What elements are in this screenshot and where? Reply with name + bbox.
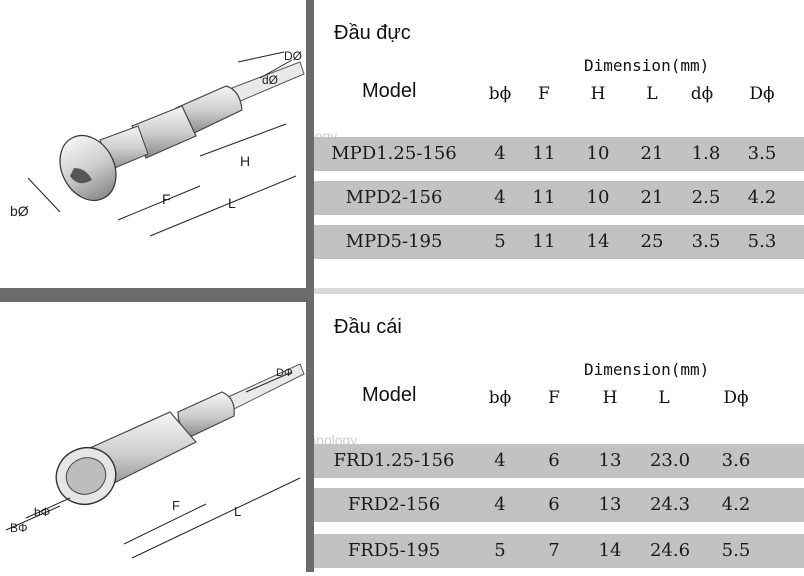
male-connector-diagram: DØ dØ H F L bØ bbox=[0, 0, 310, 286]
female-label-L: L bbox=[234, 504, 241, 519]
female-col-D: Dϕ bbox=[723, 388, 749, 408]
model-cell: FRD1.25-156 bbox=[333, 450, 455, 471]
value-cell: 6 bbox=[548, 494, 560, 515]
table-row: MPD2-156 4 11 10 21 2.5 4.2 bbox=[314, 181, 804, 215]
female-col-H: H bbox=[602, 388, 618, 408]
model-cell: MPD5-195 bbox=[345, 231, 443, 252]
female-section-title: Đầu cái bbox=[334, 316, 402, 338]
model-cell: MPD2-156 bbox=[345, 187, 443, 208]
female-connector-drawing: DΦ bΦ BΦ F L bbox=[5, 363, 305, 559]
male-col-d: dϕ bbox=[690, 84, 714, 104]
value-cell: 7 bbox=[548, 540, 560, 561]
male-connector-drawing: DØ dØ H F L bØ bbox=[10, 49, 305, 237]
male-col-D: Dϕ bbox=[749, 84, 775, 104]
value-cell: 4 bbox=[494, 187, 506, 208]
male-col-H: H bbox=[590, 84, 606, 104]
value-cell: 11 bbox=[532, 187, 556, 208]
value-cell: 4.2 bbox=[747, 187, 777, 208]
male-label-b: bØ bbox=[10, 203, 29, 219]
female-connector-diagram: DΦ bΦ BΦ F L bbox=[0, 308, 310, 572]
male-col-F: F bbox=[538, 84, 550, 104]
value-cell: 21 bbox=[640, 187, 664, 208]
value-cell: 14 bbox=[586, 231, 610, 252]
table-row: MPD1.25-156 4 11 10 21 1.8 3.5 bbox=[314, 137, 804, 171]
value-cell: 3.6 bbox=[721, 450, 751, 471]
female-spec-table: Đầu cái Dimension(mm) Model bϕ F H L Dϕ … bbox=[314, 294, 804, 572]
male-label-H: H bbox=[240, 153, 250, 169]
value-cell: 2.5 bbox=[691, 187, 721, 208]
value-cell: 4 bbox=[494, 143, 506, 164]
value-cell: 3.5 bbox=[747, 143, 777, 164]
male-section-title: Đầu đực bbox=[334, 22, 411, 44]
value-cell: 5 bbox=[494, 231, 506, 252]
value-cell: 4 bbox=[494, 450, 506, 471]
value-cell: 4 bbox=[494, 494, 506, 515]
model-cell: FRD5-195 bbox=[347, 540, 441, 561]
female-label-B: BΦ bbox=[10, 521, 28, 535]
table-row: MPD5-195 5 11 14 25 3.5 5.3 bbox=[314, 225, 804, 259]
value-cell: 5.3 bbox=[747, 231, 777, 252]
male-spec-table: Đầu đực Dimension(mm) Model bϕ F H L dϕ … bbox=[314, 0, 804, 288]
female-dimension-title: Dimension(mm) bbox=[584, 360, 710, 379]
table-row: FRD1.25-156 4 6 13 23.0 3.6 bbox=[314, 444, 804, 478]
male-model-header: Model bbox=[362, 80, 417, 102]
value-cell: 5.5 bbox=[721, 540, 751, 561]
value-cell: 3.5 bbox=[691, 231, 721, 252]
male-label-L: L bbox=[228, 195, 236, 211]
female-col-L: L bbox=[658, 388, 670, 408]
value-cell: 24.6 bbox=[649, 540, 691, 561]
male-col-L: L bbox=[646, 84, 658, 104]
male-col-b: bϕ bbox=[488, 84, 512, 104]
value-cell: 5 bbox=[494, 540, 506, 561]
value-cell: 4.2 bbox=[721, 494, 751, 515]
value-cell: 14 bbox=[598, 540, 622, 561]
model-cell: MPD1.25-156 bbox=[331, 143, 457, 164]
value-cell: 13 bbox=[598, 450, 622, 471]
value-cell: 25 bbox=[640, 231, 664, 252]
male-label-F: F bbox=[162, 191, 171, 207]
value-cell: 6 bbox=[548, 450, 560, 471]
value-cell: 11 bbox=[532, 143, 556, 164]
female-model-header: Model bbox=[362, 384, 417, 406]
female-col-F: F bbox=[548, 388, 560, 408]
female-label-D: DΦ bbox=[276, 367, 293, 379]
male-label-D: DØ bbox=[284, 49, 302, 63]
value-cell: 10 bbox=[586, 187, 610, 208]
female-label-F: F bbox=[172, 498, 180, 513]
value-cell: 21 bbox=[640, 143, 664, 164]
value-cell: 10 bbox=[586, 143, 610, 164]
value-cell: 1.8 bbox=[691, 143, 721, 164]
table-separator bbox=[314, 288, 804, 294]
male-label-d: dØ bbox=[262, 73, 278, 87]
value-cell: 24.3 bbox=[649, 494, 691, 515]
table-row: FRD5-195 5 7 14 24.6 5.5 bbox=[314, 534, 804, 568]
male-dimension-title: Dimension(mm) bbox=[584, 56, 710, 75]
value-cell: 23.0 bbox=[649, 450, 691, 471]
vertical-divider bbox=[306, 0, 314, 572]
female-col-b: bϕ bbox=[488, 388, 512, 408]
female-label-b: bΦ bbox=[34, 505, 50, 519]
value-cell: 13 bbox=[598, 494, 622, 515]
model-cell: FRD2-156 bbox=[347, 494, 441, 515]
value-cell: 11 bbox=[532, 231, 556, 252]
table-row: FRD2-156 4 6 13 24.3 4.2 bbox=[314, 488, 804, 522]
horizontal-divider bbox=[0, 288, 314, 302]
